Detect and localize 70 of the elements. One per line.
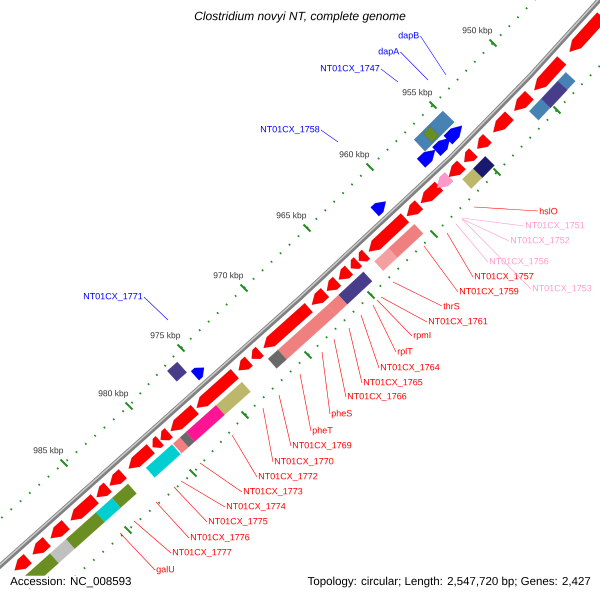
tick-label: 980 kbp [98, 390, 128, 398]
leader-line [156, 502, 190, 538]
gene-label: NT01CX_1759 [460, 288, 518, 296]
gene-label: NT01CX_1775 [208, 518, 268, 526]
leader-line [380, 68, 398, 82]
leader-line [278, 394, 292, 446]
tick-label: 955 kbp [402, 89, 432, 97]
gene-label: NT01CX_1776 [190, 534, 250, 542]
leader-line [232, 434, 258, 478]
gene-label: thrS [443, 302, 460, 310]
tick-label: 965 kbp [276, 212, 306, 220]
gene-label: NT01CX_1765 [364, 378, 422, 388]
gene-label: NT01CX_1773 [244, 488, 302, 496]
gene-label: NT01CX_1772 [258, 472, 318, 482]
leader-line [456, 224, 488, 262]
leader-line [462, 218, 524, 226]
gene-label: rplT [398, 348, 412, 356]
tick-label: 975 kbp [150, 332, 180, 340]
leader-line [300, 374, 312, 432]
leader-line [462, 218, 510, 242]
leader-line [424, 246, 458, 292]
gene-label: NT01CX_1766 [348, 392, 406, 402]
leader-line [420, 36, 446, 76]
leader-line [380, 296, 428, 322]
tick-label: 960 kbp [340, 151, 370, 159]
leader-line [462, 218, 532, 290]
gene-label: NT01CX_1770 [274, 458, 334, 466]
leader-line [474, 206, 538, 212]
gene-label: NT01CX_1761 [428, 318, 488, 326]
gene-label: NT01CX_1751 [526, 222, 584, 230]
leader-line [446, 232, 474, 278]
gene-label: NT01CX_1757 [474, 272, 534, 282]
gene-label: pheS [332, 410, 352, 418]
gene-label: NT01CX_1747 [320, 64, 380, 74]
leader-line [348, 328, 362, 384]
gene-label: NT01CX_1764 [380, 364, 440, 372]
leader-line [334, 338, 346, 398]
tick-label: 985 kbp [34, 447, 64, 455]
gene-label: dapA [378, 48, 400, 56]
leader-line [174, 486, 208, 522]
gene-label: NT01CX_1771 [84, 292, 142, 302]
gene-label: NT01CX_1758 [260, 126, 320, 134]
leader-line [360, 314, 380, 368]
leader-line [120, 532, 156, 570]
leader-line [322, 352, 330, 414]
leader-line [180, 480, 226, 508]
genome-info-label: Topology: circular; Length: 2,547,720 bp; Genes: 2,427 [308, 576, 590, 588]
leader-line [376, 300, 412, 336]
gene-label: rpmI [414, 332, 430, 340]
gene-label: hslO [540, 208, 558, 214]
leader-line [134, 520, 172, 554]
gene-label: NT01CX_1753 [532, 284, 592, 294]
leader-line [372, 304, 396, 352]
gene-label: galU [156, 566, 174, 574]
leader-line [200, 462, 242, 492]
tick-label: 970 kbp [214, 272, 244, 280]
gene-label: NT01CX_1769 [292, 442, 352, 450]
title: Clostridium novyi NT, complete genome [194, 11, 406, 23]
accession-label: Accession: NC_008593 [9, 576, 132, 588]
leader-line [262, 408, 274, 462]
leader-line [320, 130, 338, 142]
gene-label: pheT [312, 426, 332, 436]
gene-label: NT01CX_1777 [172, 548, 232, 558]
leader-line [400, 52, 428, 80]
leader-line [392, 282, 442, 306]
gene-label: NT01CX_1774 [226, 502, 286, 512]
tick-label: 950 kbp [462, 27, 492, 35]
leader-line [144, 296, 168, 320]
gene-label: dapB [398, 32, 419, 40]
gene-label: NT01CX_1752 [510, 236, 570, 246]
